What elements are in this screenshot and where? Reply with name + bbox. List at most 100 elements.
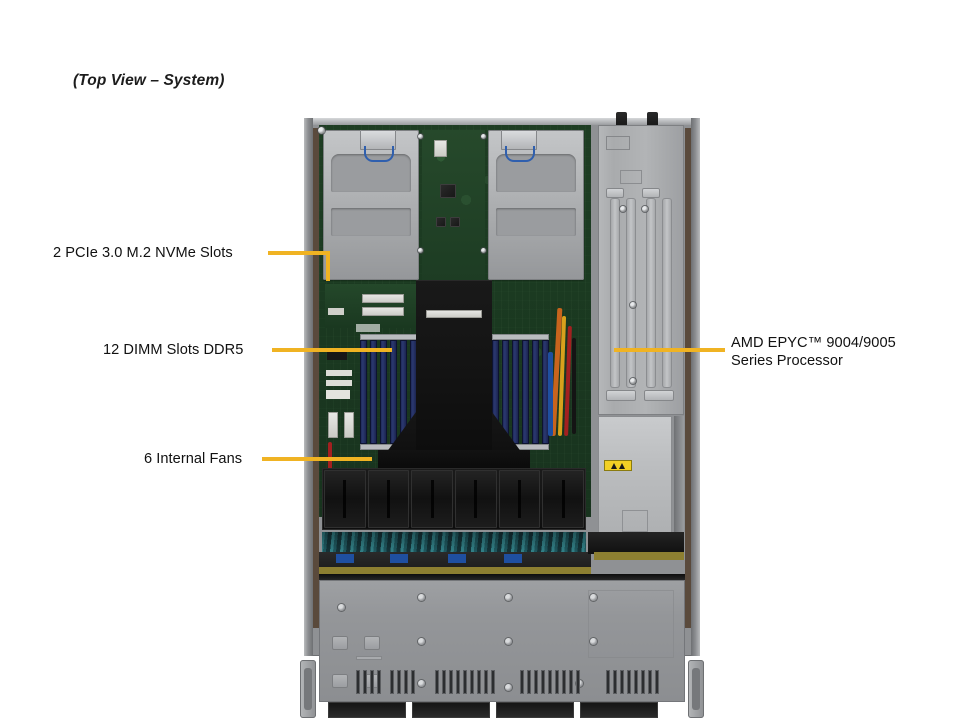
front-connector-blue-2 [390,554,408,563]
dimm-bank-left-latch-bottom [360,444,417,450]
m2-slot-region [325,284,422,328]
bay-screw [418,680,425,687]
vent-group-3 [435,670,495,694]
rack-ear-right-slot [692,668,700,710]
m2-slot-1 [362,294,404,303]
dimm-slot [502,340,509,444]
front-connector-blue-3 [448,554,466,563]
vent-slot [569,670,573,694]
vent-slot [634,670,638,694]
sata-cable-shadow [322,532,586,552]
vent-slot [463,670,467,694]
internal-fan [367,470,410,528]
bay-screw [505,594,512,601]
vent-slot [620,670,624,694]
vent-slot [613,670,617,694]
vent-slot [390,670,394,694]
vent-slot [641,670,645,694]
psu-side-shadow [674,416,684,534]
bay-cover-panel-outline [588,590,674,658]
dimm-bank-right-latch-bottom [492,444,549,450]
dimm-slot [522,340,529,444]
dimm-slot [410,340,417,444]
vent-slot [527,670,531,694]
center-white-connector [434,140,447,157]
screw-cage-c [630,302,636,308]
cpu-air-shroud-base [378,450,530,468]
vent-slot [363,670,367,694]
rack-ear-left-slot [304,668,312,710]
vent-slot [377,670,381,694]
bay-standoff [364,636,380,650]
riser-bracket-right-tab [501,130,537,150]
riser-cage-cutout-mid [620,170,642,184]
vent-slot [477,670,481,694]
screw-cage-d [630,378,636,384]
bay-screw [590,638,597,645]
bay-screw [418,638,425,645]
dimm-bank-left [360,340,417,444]
vent-slot [470,670,474,694]
riser-cage-latch-2 [642,188,660,198]
bay-screw [418,594,425,601]
front-connector-blue-4 [504,554,522,563]
bay-cover-gap [319,574,685,580]
internal-fan-row [322,468,586,530]
callout-label-cpu: AMD EPYC™ 9004/9005 Series Processor [731,334,896,370]
chassis-left-rail [313,128,319,628]
vent-slot [442,670,446,694]
vent-slot [520,670,524,694]
riser-cage-rib [646,198,656,388]
screw-cage-b [642,206,648,212]
internal-fan [498,470,541,528]
psu-warning-label [604,460,632,471]
server-top-view-image [298,112,706,718]
vent-group-1 [356,670,381,694]
vent-slot [606,670,610,694]
sata-cable-bundle [322,532,586,552]
dimm-bank-right-latch-top [492,334,549,340]
warning-triangle-icon [619,462,625,469]
dimm-slot [370,340,377,444]
chip-small-b [450,217,460,227]
vent-group-5 [606,670,659,694]
view-title: (Top View – System) [73,72,225,89]
dimm-slot [360,340,367,444]
internal-fan [542,470,585,528]
screw-mb-c [418,248,423,253]
backplane-edge [319,567,591,574]
riser-cage-latch-3 [606,390,636,401]
riser-bracket-left-window-lower [331,208,411,236]
dimm-slot [400,340,407,444]
callout-label-dimm-slots: 12 DIMM Slots DDR5 [103,342,244,358]
screw-cage-a [620,206,626,212]
bay-screw [338,604,345,611]
power-supply-module [598,416,672,534]
power-cable-black [572,338,576,434]
riser-bracket-left-tab [360,130,396,150]
riser-cage-handle-right [647,112,658,132]
callout-label-internal-fans: 6 Internal Fans [144,451,243,467]
drive-tray-front [580,702,658,718]
riser-cage-rib [662,198,672,388]
front-panel-header-a [328,412,338,438]
dimm-slot [492,340,499,444]
warning-triangle-icon [611,462,617,469]
vent-slot [435,670,439,694]
pcie-header-center [426,310,482,318]
riser-cage-rib [610,198,620,388]
bay-standoff [332,636,348,650]
cpu-air-shroud [416,280,492,450]
power-cable-blue [548,352,553,436]
psu-rear-shadow [588,532,684,554]
internal-fan [324,470,366,528]
screw-corner-upper-left [318,127,325,134]
front-panel-header-b [344,412,354,438]
dimm-slot [532,340,539,444]
vent-slot [562,670,566,694]
dimm-bank-left-latch-top [360,334,417,340]
bay-screw [505,684,512,691]
vent-slot [484,670,488,694]
front-connector-blue-1 [336,554,354,563]
vent-slot [491,670,495,694]
